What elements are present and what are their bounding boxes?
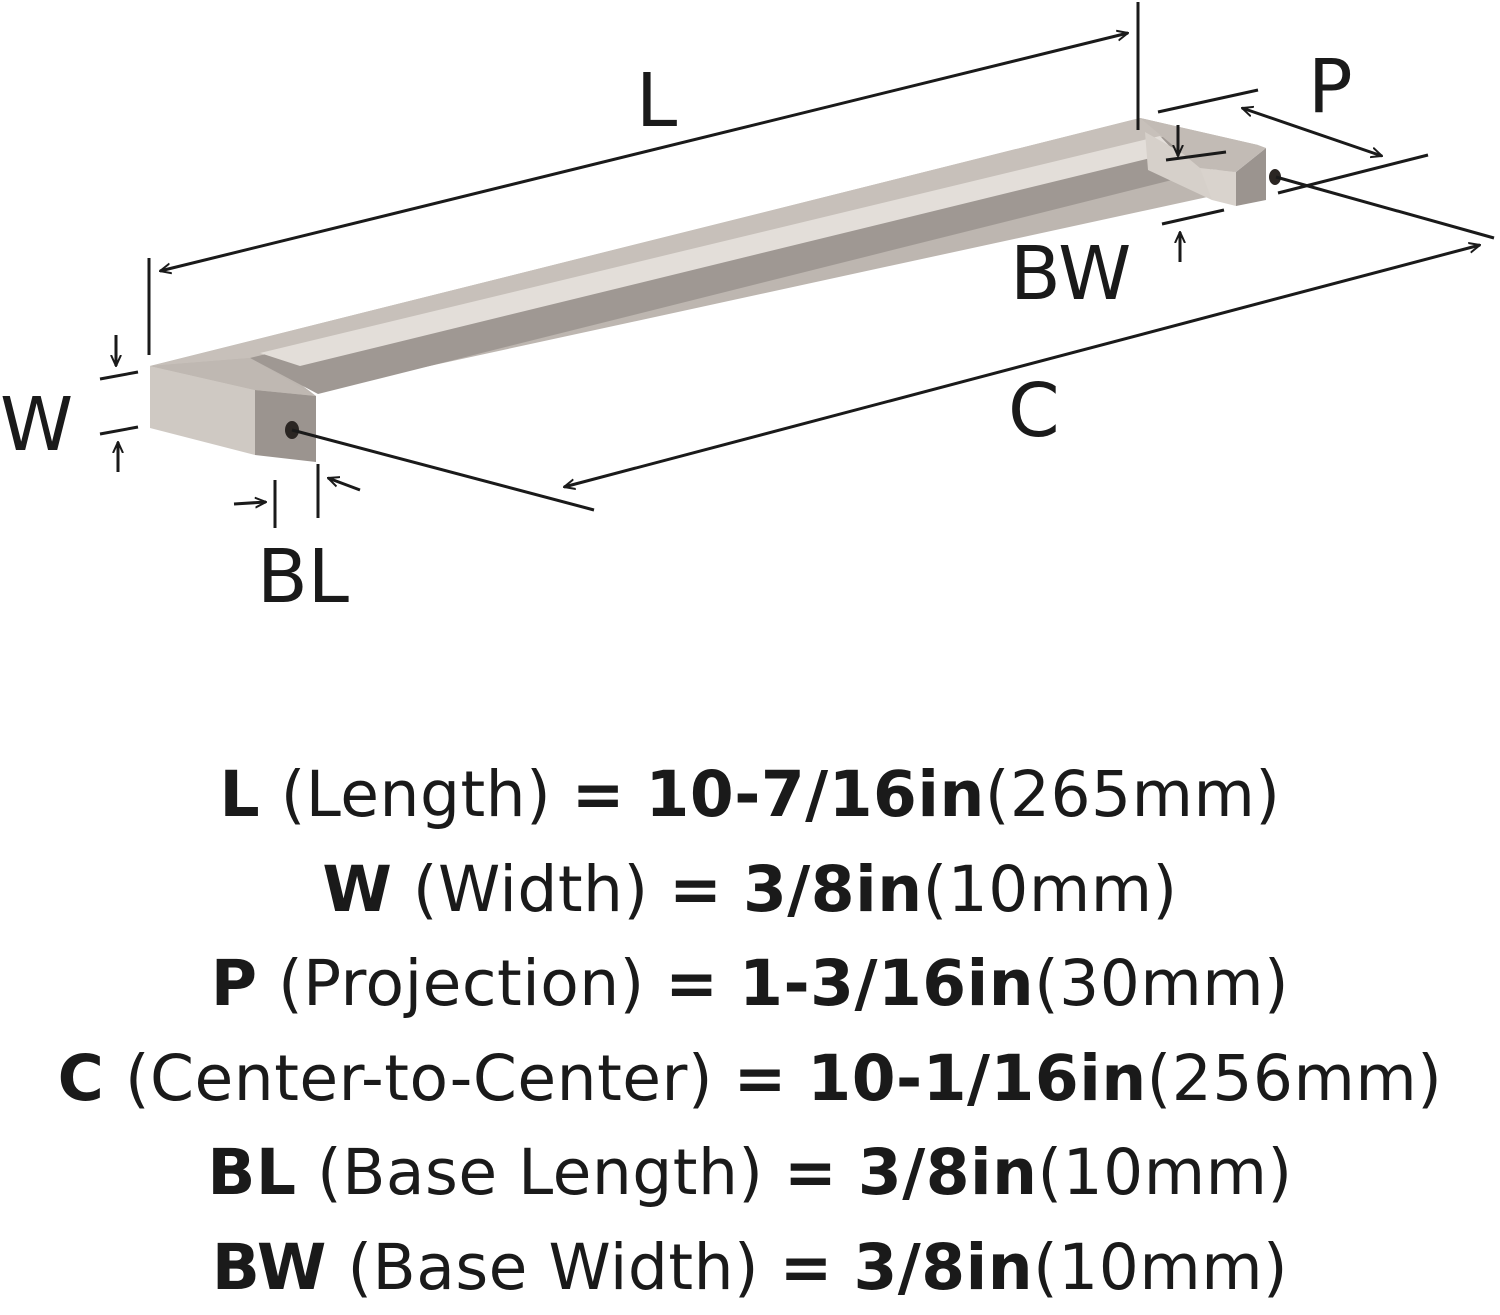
spec-name: (Projection) bbox=[278, 947, 645, 1020]
spec-imperial: 3/8in bbox=[858, 1136, 1038, 1209]
label-center-to-center: C bbox=[1008, 368, 1060, 454]
spec-code: BW bbox=[212, 1231, 327, 1304]
spec-equals: = bbox=[669, 853, 722, 926]
spec-row-base-width: BW (Base Width) = 3/8in(10mm) bbox=[0, 1221, 1500, 1315]
label-base-length: BL bbox=[257, 534, 349, 620]
spec-metric: (265mm) bbox=[985, 758, 1281, 831]
spec-name: (Width) bbox=[413, 853, 649, 926]
spec-metric: (10mm) bbox=[923, 853, 1178, 926]
spec-name: (Length) bbox=[281, 758, 551, 831]
spec-code: L bbox=[220, 758, 261, 831]
spec-imperial: 10-7/16in bbox=[646, 758, 985, 831]
base-width-extension-bottom bbox=[1162, 210, 1224, 224]
center-extension-left bbox=[292, 430, 594, 510]
spec-code: C bbox=[58, 1042, 105, 1115]
spec-equals: = bbox=[784, 1136, 837, 1209]
spec-equals: = bbox=[780, 1231, 833, 1304]
label-base-width: BW bbox=[1010, 231, 1131, 317]
spec-name: (Base Width) bbox=[347, 1231, 759, 1304]
dimension-spec-list: L (Length) = 10-7/16in(265mm) W (Width) … bbox=[0, 748, 1500, 1315]
spec-metric: (30mm) bbox=[1034, 947, 1289, 1020]
spec-imperial: 10-1/16in bbox=[807, 1042, 1146, 1115]
spec-row-projection: P (Projection) = 1-3/16in(30mm) bbox=[0, 937, 1500, 1032]
handle-dimension-diagram: L P BW C W BL bbox=[0, 0, 1500, 700]
projection-extension-lower bbox=[1278, 155, 1428, 193]
width-extension-bottom bbox=[100, 427, 138, 434]
base-length-arrow-left bbox=[234, 502, 266, 504]
spec-code: P bbox=[211, 947, 258, 1020]
spec-name: (Base Length) bbox=[317, 1136, 763, 1209]
label-projection: P bbox=[1308, 44, 1353, 130]
width-extension-top bbox=[100, 372, 138, 379]
spec-metric: (256mm) bbox=[1147, 1042, 1443, 1115]
spec-imperial: 3/8in bbox=[743, 853, 923, 926]
spec-code: W bbox=[322, 853, 392, 926]
spec-metric: (10mm) bbox=[1033, 1231, 1288, 1304]
spec-equals: = bbox=[665, 947, 718, 1020]
spec-row-length: L (Length) = 10-7/16in(265mm) bbox=[0, 748, 1500, 843]
spec-equals: = bbox=[734, 1042, 787, 1115]
label-width: W bbox=[0, 382, 73, 468]
spec-metric: (10mm) bbox=[1038, 1136, 1293, 1209]
spec-row-center-to-center: C (Center-to-Center) = 10-1/16in(256mm) bbox=[0, 1032, 1500, 1127]
spec-equals: = bbox=[572, 758, 625, 831]
spec-imperial: 1-3/16in bbox=[739, 947, 1034, 1020]
spec-name: (Center-to-Center) bbox=[125, 1042, 713, 1115]
center-extension-right bbox=[1276, 177, 1494, 238]
spec-row-base-length: BL (Base Length) = 3/8in(10mm) bbox=[0, 1126, 1500, 1221]
label-length: L bbox=[636, 58, 677, 144]
spec-row-width: W (Width) = 3/8in(10mm) bbox=[0, 843, 1500, 938]
left-leg-side bbox=[255, 390, 316, 462]
spec-code: BL bbox=[207, 1136, 296, 1209]
base-length-arrow-right bbox=[328, 478, 360, 490]
spec-imperial: 3/8in bbox=[853, 1231, 1033, 1304]
